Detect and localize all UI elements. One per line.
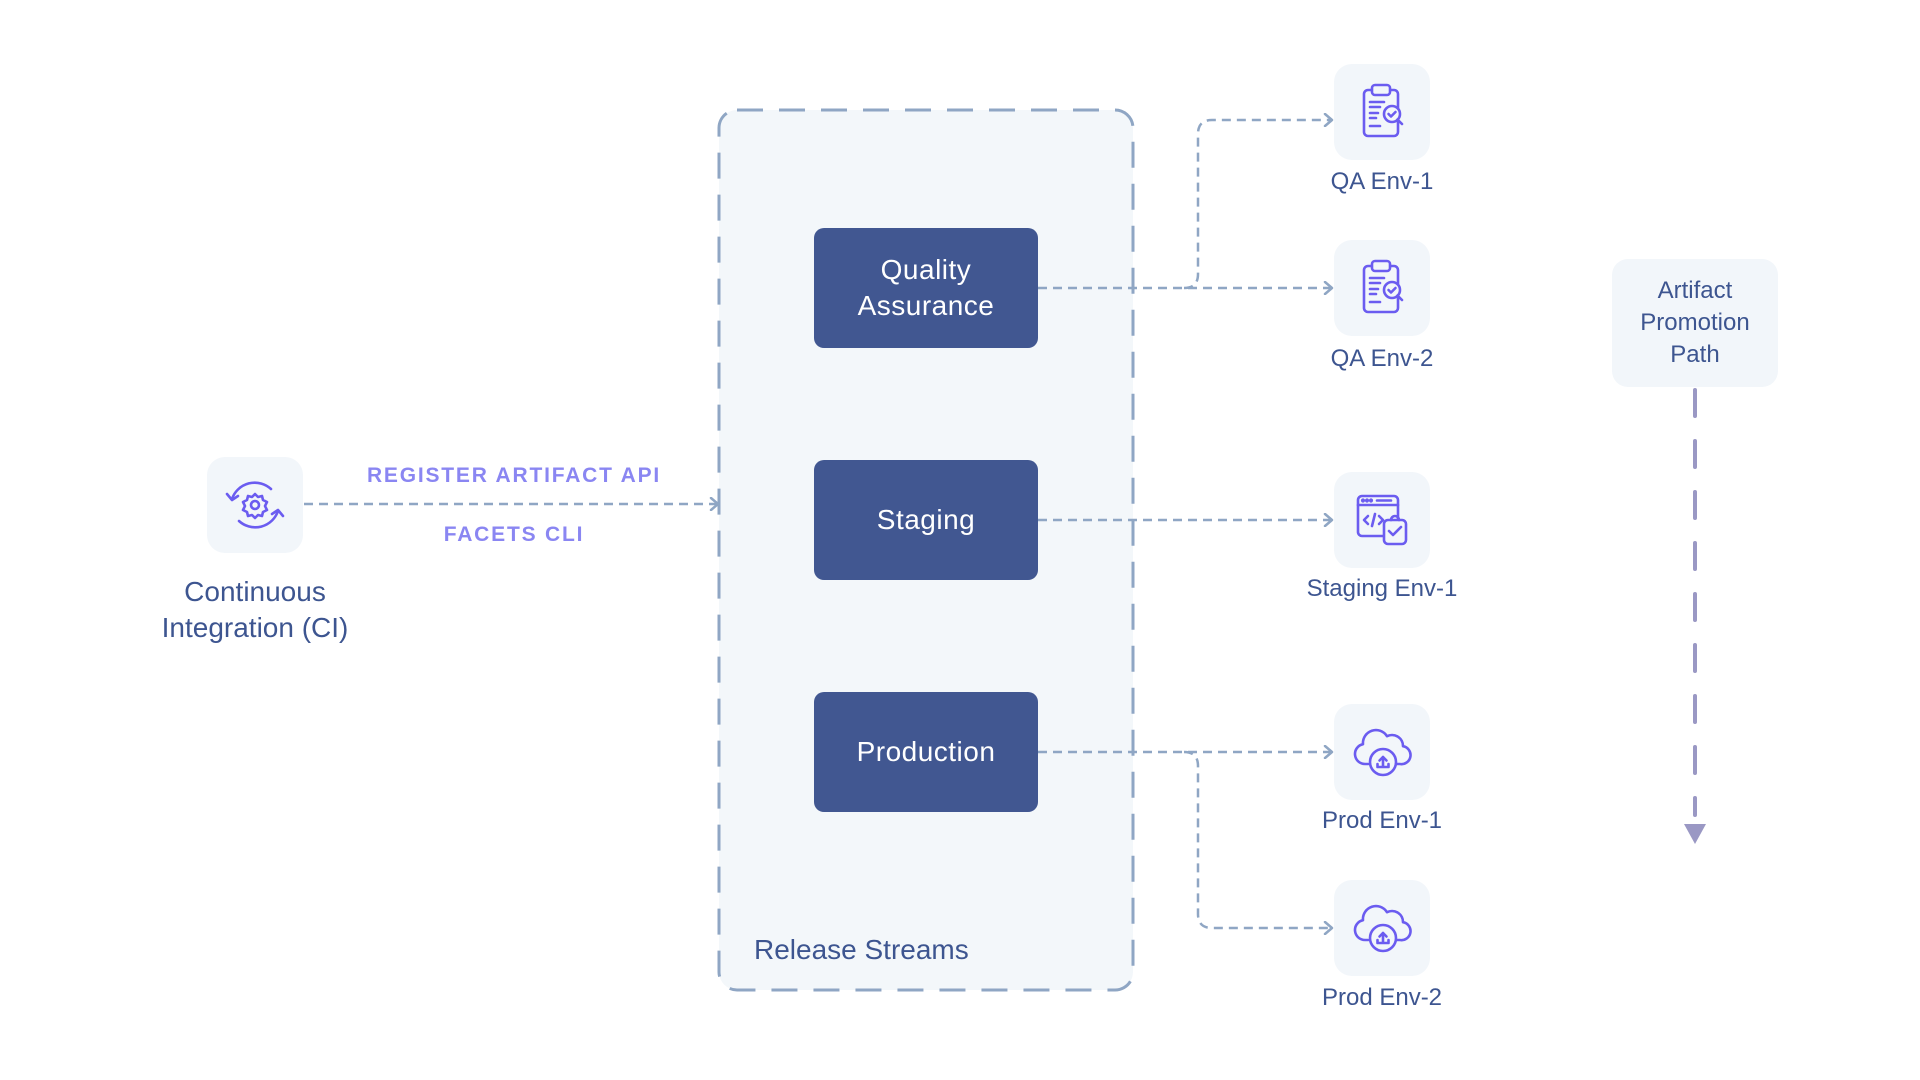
stream-quality-assurance[interactable]: Quality Assurance: [814, 228, 1038, 348]
stream-label: Production: [856, 736, 996, 767]
env-tile-prod-env-1[interactable]: [1334, 704, 1430, 800]
legend-line-1: Artifact: [1657, 277, 1733, 304]
artifact-promotion-path-legend: Artifact Promotion Path: [1612, 259, 1778, 387]
release-streams-border: [717, 108, 1135, 992]
promotion-path-arrowhead: [1684, 824, 1706, 844]
env-label-qa-env-2: QA Env-2: [1330, 345, 1434, 372]
clipboard-check-icon: [1362, 83, 1404, 138]
env-tile-qa-env-1[interactable]: [1334, 64, 1430, 160]
legend-line-3: Path: [1670, 341, 1720, 368]
clipboard-check-icon: [1362, 259, 1404, 314]
env-tile-prod-env-2[interactable]: [1334, 880, 1430, 976]
cloud-upload-icon: [1353, 904, 1412, 953]
ci-label-line-1: Continuous: [184, 576, 326, 607]
env-tile-qa-env-2[interactable]: [1334, 240, 1430, 336]
stream-staging[interactable]: Staging: [814, 460, 1038, 580]
cloud-upload-icon: [1353, 728, 1412, 777]
ci-label-line-2: Integration (CI): [161, 612, 349, 643]
ci-sync-gear-icon: [225, 481, 285, 529]
env-label-qa-env-1: QA Env-1: [1330, 168, 1434, 195]
stream-production[interactable]: Production: [814, 692, 1038, 812]
ci-tile[interactable]: [207, 457, 303, 553]
ci-label: Continuous Integration (CI): [105, 574, 405, 646]
facets-cli-label: FACETS CLI: [443, 523, 585, 546]
stream-label: Staging: [876, 504, 976, 535]
env-label-staging-env-1: Staging Env-1: [1306, 575, 1458, 602]
legend-line-2: Promotion: [1640, 309, 1750, 336]
release-streams-label: Release Streams: [754, 934, 969, 965]
production-to-prod-env-2-connector: [1183, 750, 1332, 928]
env-label-prod-env-2: Prod Env-2: [1321, 984, 1443, 1011]
code-window-check-icon: [1356, 494, 1408, 546]
env-label-prod-env-1: Prod Env-1: [1321, 807, 1443, 834]
stream-label-line-1: Quality: [880, 254, 972, 285]
register-artifact-api-label: REGISTER ARTIFACT API: [366, 464, 662, 487]
stream-label-line-2: Assurance: [857, 290, 995, 321]
env-tile-staging-env-1[interactable]: [1334, 472, 1430, 568]
qa-to-qa-env-1-connector: [1183, 120, 1332, 290]
